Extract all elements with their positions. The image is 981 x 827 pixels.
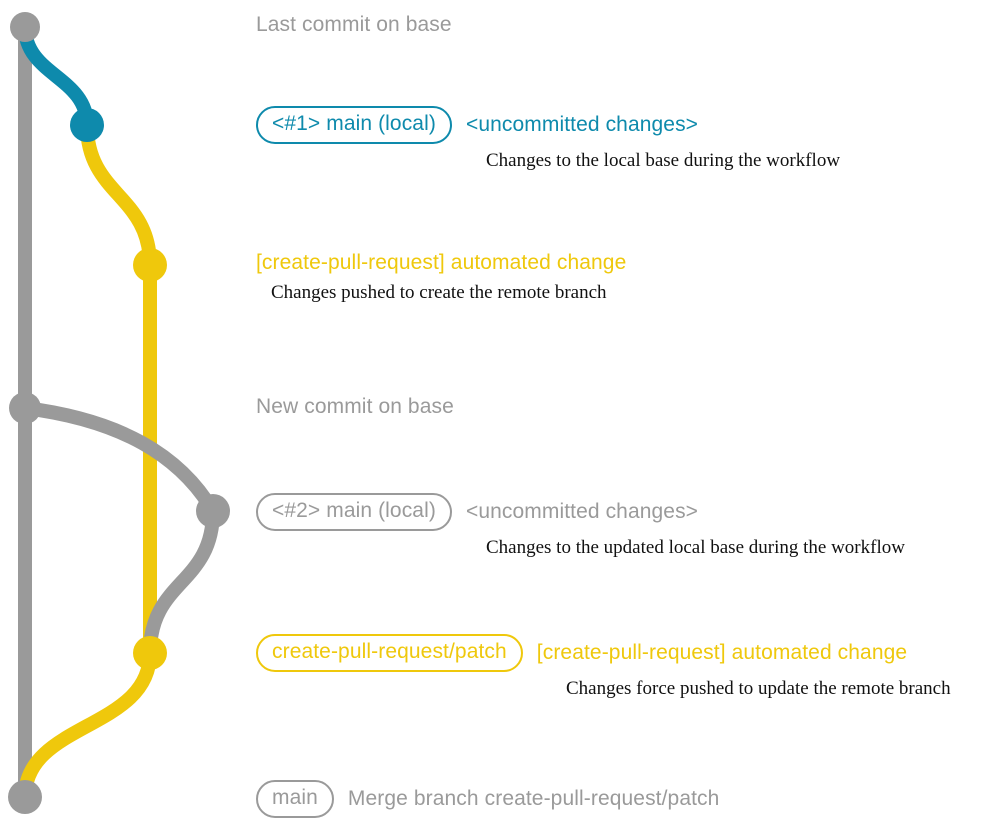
commit-label-patch-forced: create-pull-request/patch [create-pull-r…: [256, 634, 951, 700]
commit-subject: Merge branch create-pull-request/patch: [347, 787, 720, 811]
edge-local-2-to-patch-forced: [143, 504, 220, 660]
commit-subject: New commit on base: [256, 395, 454, 418]
commit-subject: [create-pull-request] automated change: [536, 641, 908, 665]
commit-note: Changes to the local base during the wor…: [486, 150, 841, 172]
commit-note: Changes force pushed to update the remot…: [566, 678, 951, 700]
commit-subject: <uncommitted changes>: [465, 500, 699, 524]
commit-node-local-2[interactable]: [196, 494, 230, 528]
commit-node-base-last[interactable]: [10, 12, 40, 42]
commit-label-base-merge: main Merge branch create-pull-request/pa…: [256, 780, 720, 819]
commit-label-base-last: Last commit on base: [256, 13, 452, 37]
commit-label-base-new: New commit on base: [256, 395, 454, 419]
commit-subject: Last commit on base: [256, 13, 452, 36]
ref-badge-main-local-2[interactable]: <#2> main (local): [256, 493, 452, 532]
edge-base-new-to-local-2: [18, 401, 220, 518]
ref-badge-main[interactable]: main: [256, 780, 334, 819]
edge-base-to-local-1: [18, 20, 94, 132]
ref-badge-create-pull-request-patch[interactable]: create-pull-request/patch: [256, 634, 523, 673]
commit-note: Changes pushed to create the remote bran…: [271, 282, 607, 303]
commit-node-patch-created[interactable]: [133, 248, 167, 282]
commit-note: Changes to the updated local base during…: [486, 537, 905, 559]
commit-node-base-new[interactable]: [9, 392, 41, 424]
commit-graph: [8, 12, 230, 814]
edge-patch-forced-to-merge: [18, 646, 157, 804]
commit-label-local-2: <#2> main (local) <uncommitted changes> …: [256, 493, 905, 559]
commit-label-local-1: <#1> main (local) <uncommitted changes> …: [256, 106, 840, 172]
commit-subject: [create-pull-request] automated change: [256, 251, 627, 274]
commit-label-patch-created: [create-pull-request] automated change C…: [256, 251, 626, 304]
commit-node-local-1[interactable]: [70, 108, 104, 142]
ref-badge-main-local-1[interactable]: <#1> main (local): [256, 106, 452, 145]
commit-subject: <uncommitted changes>: [465, 113, 699, 137]
edge-local-1-to-patch: [80, 118, 157, 272]
commit-node-base-merge[interactable]: [8, 780, 42, 814]
commit-node-patch-forced[interactable]: [133, 636, 167, 670]
